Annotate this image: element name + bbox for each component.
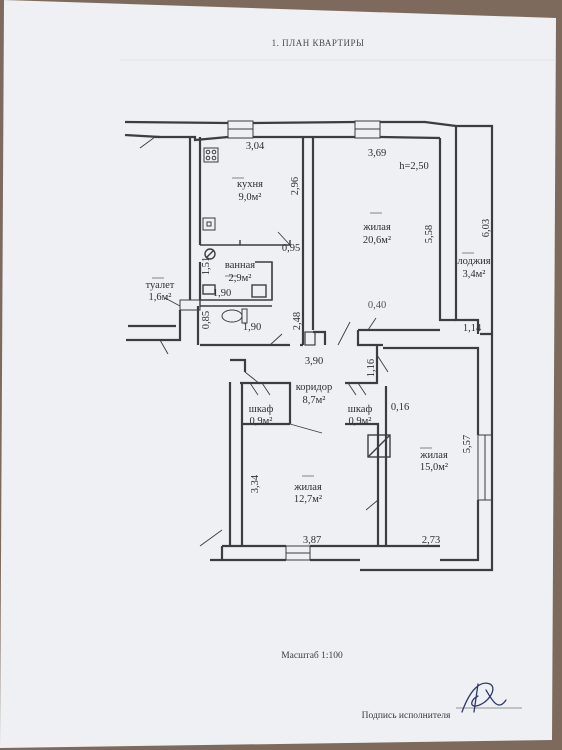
dim-kitchen-depth: 2,96 [290,177,301,195]
dim-toilet-width: 1,90 [243,322,261,333]
room-labels: кухня 9,0м² жилая 20,6м² ванная 2,9м² ту… [146,179,491,505]
bathroom-block [199,240,291,307]
dim-corridor-depth: 1,16 [366,359,377,377]
room-name-closet1: шкаф [249,404,274,415]
column-block [304,331,316,346]
room-area-closet2: 0,9м² [349,416,372,427]
dim-loggia-depth: 6,03 [481,219,492,237]
dim-toilet-depth: 0,85 [201,311,212,329]
room-name-bathroom: ванная [225,260,255,271]
room-name-living2: жилая [419,450,448,461]
dim-closet-gap: 0,16 [391,402,409,413]
room-area-closet1: 0,9м² [250,416,273,427]
dimension-labels: 3,04 2,96 3,69 h=2,50 5,58 6,03 1,14 0,9… [201,141,492,546]
room-area-living1: 20,6м² [363,235,391,246]
room-area-corridor: 8,7м² [303,395,326,406]
room-name-kitchen: кухня [237,179,263,190]
stove-icon [203,147,219,163]
dim-ceiling-height: h=2,50 [399,161,429,172]
room-area-living3: 12,7м² [294,494,322,505]
sink-icon [202,217,216,231]
dim-living3-width: 3,87 [303,535,321,546]
signature-label: Подпись исполнителя [362,711,451,721]
kitchen-equipment [202,147,219,231]
dim-living2-depth: 5,57 [462,435,473,453]
toilet-fixture [221,308,248,324]
dim-loggia-width: 1,14 [463,323,482,334]
room-name-living1: жилая [362,222,391,233]
dim-living1-depth: 5,58 [424,225,435,243]
signature-mark [461,682,507,713]
dim-corridor-width: 3,90 [305,356,323,367]
room-name-closet2: шкаф [348,404,373,415]
room-area-loggia: 3,4м² [463,269,486,280]
doors [139,136,389,547]
plan-title: 1. ПЛАН КВАРТИРЫ [272,38,365,48]
room-area-living2: 15,0м² [420,462,448,473]
room-name-living3: жилая [293,482,322,493]
dim-bath-width: 1,90 [213,288,231,299]
dim-bath-depth: 1,51 [201,257,212,275]
room-name-toilet: туалет [146,280,175,291]
windows [179,120,493,561]
dim-wall-offset: 0,40 [368,300,386,311]
dim-corridor-gap: 2,48 [292,312,303,330]
scale-label: Масштаб 1:100 [281,650,343,661]
room-area-bathroom: 2,9м² [229,273,252,284]
dim-kitchen-width: 3,04 [246,141,265,152]
vent-shaft [367,434,391,458]
bath-drain-icon [204,248,216,260]
dim-living2-width: 2,73 [422,535,440,546]
room-area-toilet: 1,6м² [149,292,172,303]
label-underlines [152,177,474,477]
room-name-corridor: коридор [296,382,333,393]
walls [124,120,494,572]
room-area-kitchen: 9,0м² [239,192,262,203]
room-name-loggia: лоджия [457,256,490,267]
dim-living1-width: 3,69 [368,148,386,159]
dim-bath-door: 0,95 [282,243,300,254]
dim-living3-depth: 3,34 [250,474,261,493]
